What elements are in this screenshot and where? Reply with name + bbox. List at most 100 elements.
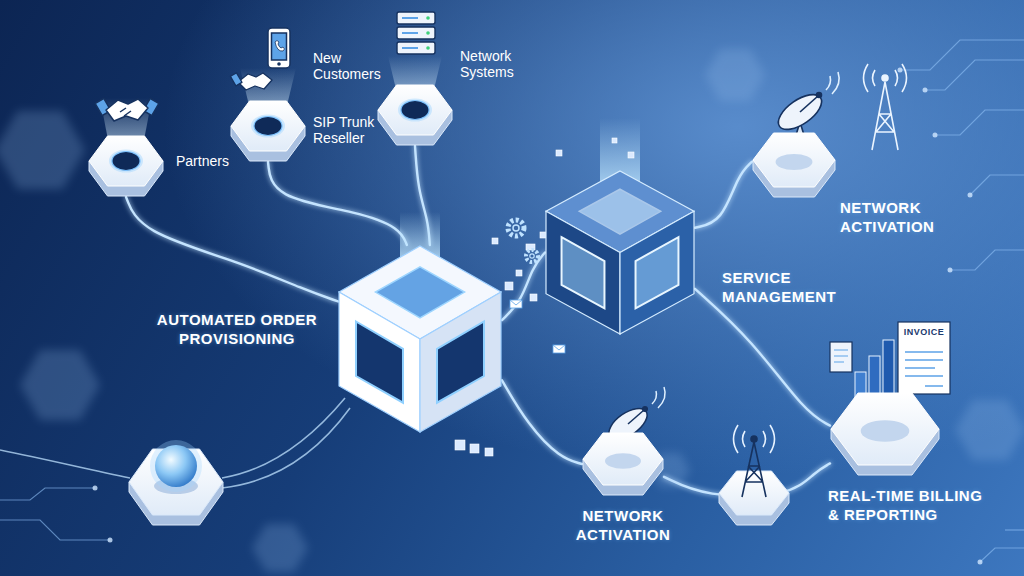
cube-node: SERVICE MANAGEMENT bbox=[545, 170, 695, 335]
projector-glow bbox=[109, 150, 143, 173]
data-packets bbox=[556, 150, 562, 156]
hex-tile-node: New CustomersSIP Trunk Reseller bbox=[230, 100, 306, 162]
circuit-dots bbox=[93, 486, 98, 491]
connector bbox=[695, 289, 830, 426]
node-label: New Customers bbox=[313, 50, 385, 82]
document-icon bbox=[830, 322, 950, 394]
tile-top bbox=[831, 393, 939, 465]
circuit-traces bbox=[925, 60, 1024, 90]
connector bbox=[502, 380, 582, 464]
radio-tower-icon bbox=[864, 64, 907, 150]
cube-window bbox=[437, 322, 484, 403]
cube-right-face bbox=[420, 292, 501, 432]
node-label: AUTOMATED ORDER PROVISIONING bbox=[148, 310, 326, 348]
data-packets bbox=[516, 270, 522, 276]
icon-label: INVOICE bbox=[900, 327, 948, 338]
circuit-dots bbox=[968, 193, 973, 198]
cube-left-face bbox=[339, 292, 420, 432]
satellite-dish-icon bbox=[652, 387, 665, 408]
projector-hole bbox=[254, 117, 282, 136]
cube-window bbox=[356, 322, 403, 403]
envelope-icons bbox=[510, 300, 565, 353]
circuit-traces bbox=[0, 520, 110, 540]
background-hexagons bbox=[20, 350, 100, 420]
data-packets bbox=[455, 440, 465, 450]
data-packets bbox=[470, 444, 479, 453]
gear-icons bbox=[508, 220, 538, 262]
data-packets bbox=[492, 238, 498, 244]
satellite-dish-icon bbox=[643, 407, 648, 412]
circuit-traces bbox=[935, 110, 1024, 135]
circuit-dots bbox=[933, 133, 938, 138]
radio-tower-icon bbox=[872, 82, 898, 150]
cube-window bbox=[636, 237, 679, 308]
connectors bbox=[126, 146, 830, 496]
gear-icons bbox=[508, 220, 524, 236]
connector bbox=[695, 162, 752, 228]
server-icon bbox=[426, 16, 430, 20]
document-icon bbox=[905, 352, 943, 386]
cube-window bbox=[375, 267, 464, 318]
data-packets bbox=[485, 448, 493, 456]
circuit-dots bbox=[898, 68, 903, 73]
radio-tower-icon bbox=[864, 64, 907, 92]
hex-tile bbox=[719, 471, 789, 525]
cube-right-face bbox=[620, 211, 694, 334]
cube-shape bbox=[338, 245, 502, 433]
cube-node: AUTOMATED ORDER PROVISIONING bbox=[338, 245, 502, 433]
envelope-icons bbox=[553, 345, 565, 353]
phone-icon bbox=[268, 28, 290, 68]
gear-icons bbox=[530, 254, 534, 258]
glowing-sphere bbox=[150, 440, 202, 492]
hex-tile-node: Partners bbox=[88, 135, 164, 197]
hex-tile-node: NETWORK ACTIVATION bbox=[582, 432, 664, 496]
bar-chart-icon bbox=[883, 340, 894, 400]
hex-tile-shape bbox=[582, 432, 664, 496]
envelope-icons bbox=[553, 345, 565, 350]
connector bbox=[268, 162, 407, 245]
envelope-icons bbox=[510, 300, 522, 305]
cube-window bbox=[579, 189, 660, 234]
gear-icons bbox=[513, 225, 519, 231]
tile-top bbox=[231, 101, 305, 151]
handshake-icon bbox=[230, 73, 272, 90]
projector-glow bbox=[251, 115, 285, 138]
tile-shadow bbox=[861, 420, 910, 442]
background-hexagons bbox=[705, 49, 765, 101]
decorative-wires bbox=[0, 450, 130, 478]
envelope-icons bbox=[510, 300, 522, 308]
node-label: NETWORK ACTIVATION bbox=[563, 506, 683, 544]
node-label: NETWORK ACTIVATION bbox=[840, 198, 962, 236]
satellite-dish-icon bbox=[628, 410, 644, 424]
circuit-dots bbox=[923, 88, 928, 93]
handshake-icon bbox=[106, 99, 148, 121]
background-hexagons bbox=[955, 400, 1024, 460]
cube-window bbox=[562, 237, 605, 308]
node-label: Network Systems bbox=[460, 48, 536, 80]
tile-top bbox=[89, 136, 163, 186]
circuit-traces bbox=[970, 175, 1024, 195]
background-hexagons bbox=[252, 524, 308, 572]
phone-icon bbox=[272, 33, 287, 60]
phone-icon bbox=[275, 41, 285, 52]
server-icon bbox=[426, 31, 430, 35]
glowing-sphere bbox=[150, 440, 202, 492]
server-icon bbox=[397, 12, 435, 54]
cube-shape bbox=[545, 170, 695, 335]
decorative-wires bbox=[222, 408, 350, 488]
cube-left-face bbox=[546, 211, 620, 334]
phone-icon bbox=[268, 28, 290, 68]
data-packets bbox=[628, 152, 634, 158]
circuit-dots bbox=[948, 268, 953, 273]
decorative-wires bbox=[222, 398, 345, 478]
circuit-dots bbox=[108, 538, 113, 543]
background-hexagons bbox=[0, 111, 85, 189]
circuit-traces bbox=[950, 250, 1024, 270]
hex-tile-node: REAL-TIME BILLING & REPORTING bbox=[830, 392, 940, 476]
satellite-dish-icon bbox=[826, 72, 839, 94]
hex-tile-shape bbox=[377, 84, 453, 146]
tile-top bbox=[583, 433, 663, 485]
projector-hole bbox=[401, 101, 429, 120]
